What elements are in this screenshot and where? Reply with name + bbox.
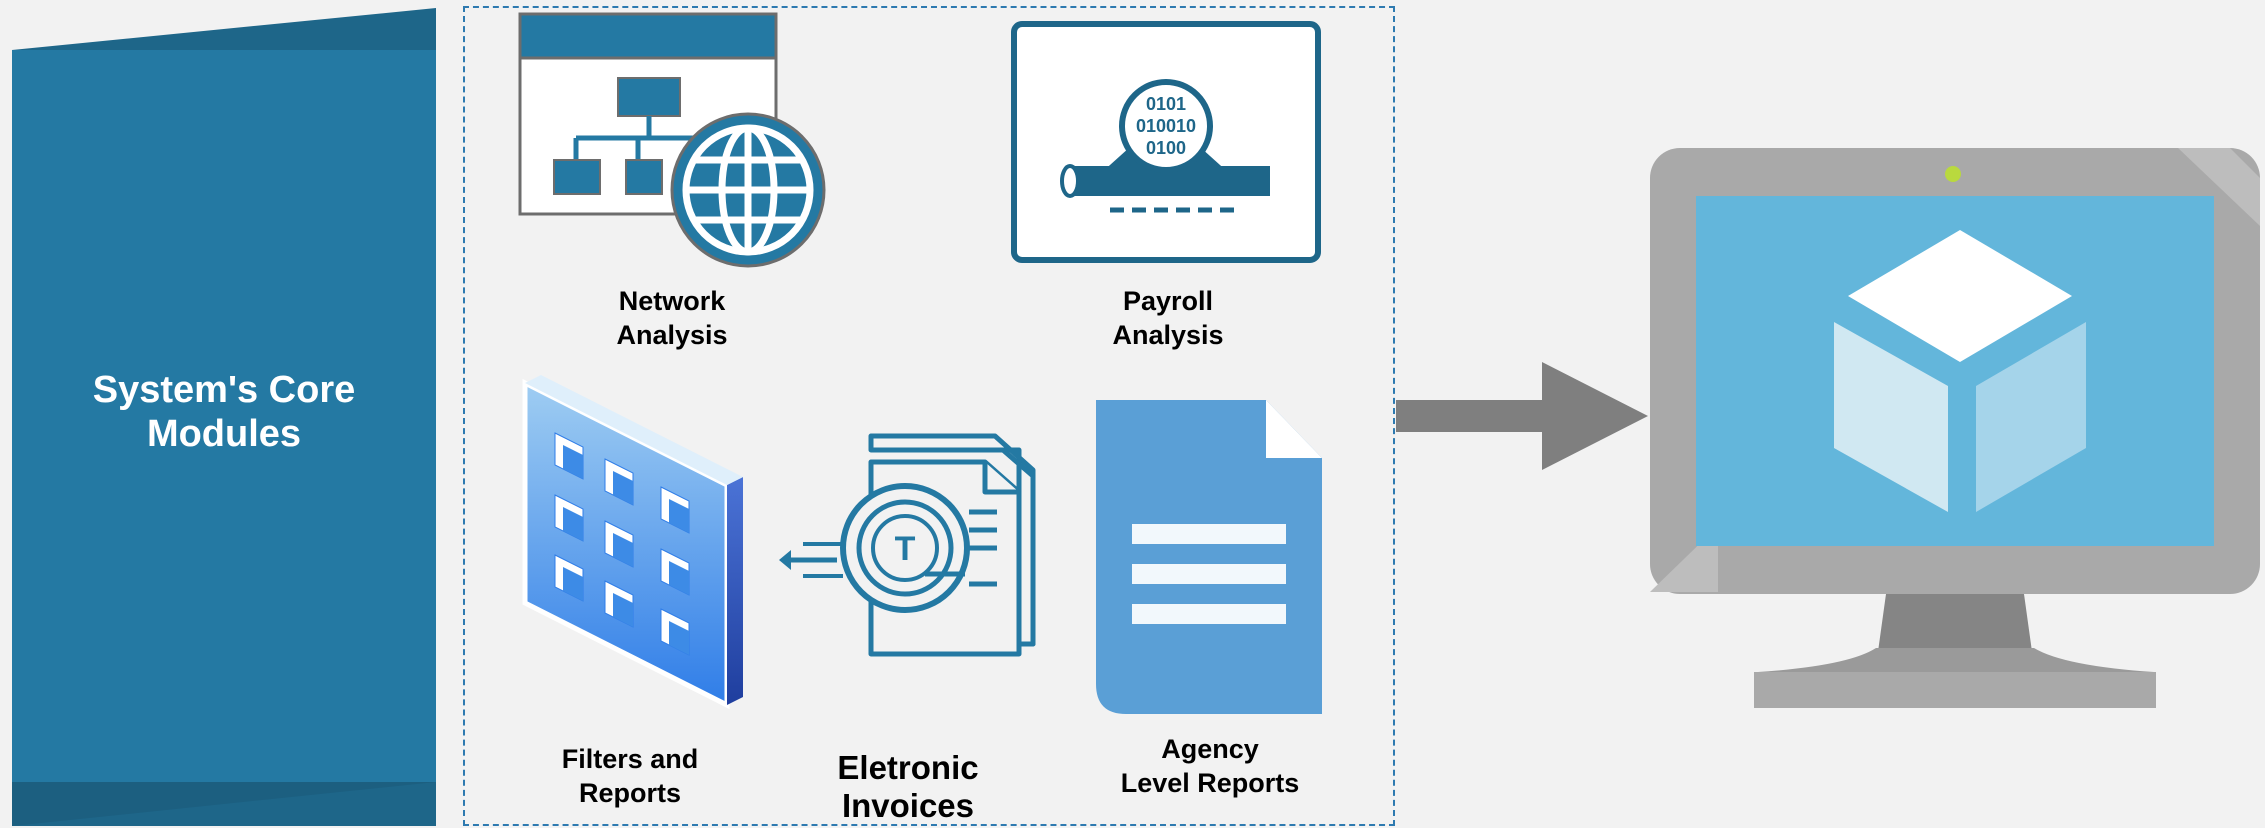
data-pipe-icon: 0101 010010 0100 — [1011, 21, 1321, 263]
banner-title: System's Core Modules — [92, 369, 356, 455]
electronic-invoices-label: Eletronic Invoices — [837, 749, 979, 824]
binary-line-2: 010010 — [1136, 116, 1196, 136]
monitor-cube-icon — [1650, 148, 2260, 708]
agency-reports-label: Agency Level Reports — [1120, 734, 1300, 798]
modules-container — [463, 6, 1395, 826]
arrow-right-icon — [1396, 362, 1648, 470]
filters-reports-label: Filters and Reports — [561, 744, 699, 808]
building-grid-icon — [522, 375, 743, 710]
network-analysis-label: Network Analysis — [616, 286, 728, 350]
binary-line-1: 0101 — [1146, 94, 1186, 114]
payroll-analysis-label: Payroll Analysis — [1112, 286, 1224, 350]
network-globe-icon — [518, 12, 826, 268]
binary-line-3: 0100 — [1146, 138, 1186, 158]
core-modules-banner — [12, 8, 436, 826]
document-icon — [1096, 400, 1322, 714]
stamp-letter: T — [895, 530, 916, 568]
invoice-document-icon: T — [779, 433, 1036, 657]
